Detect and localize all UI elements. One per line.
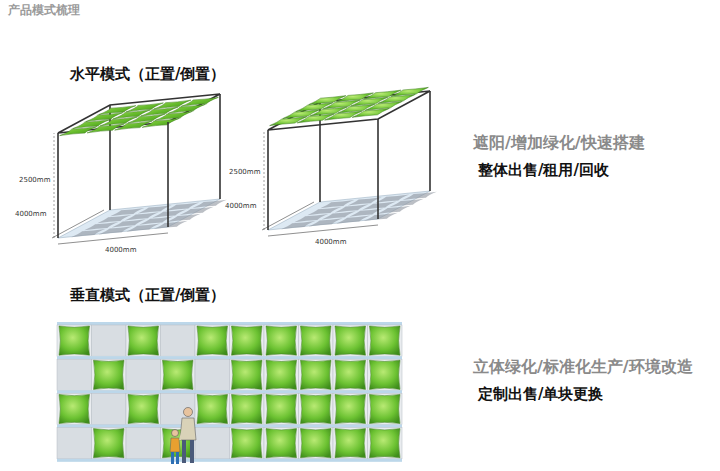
page-title: 产品模式梳理 xyxy=(8,4,80,18)
sales-mode: 定制出售/单块更换 xyxy=(478,386,603,403)
dimension: 4000mm xyxy=(104,246,137,254)
pergola-inverted xyxy=(52,94,227,244)
pergola-upright xyxy=(262,87,437,236)
dimension: 4000mm xyxy=(224,202,257,210)
dimension: 4000mm xyxy=(14,210,47,218)
dimension: 4000mm xyxy=(314,238,347,246)
sales-mode: 整体出售/租用/回收 xyxy=(478,162,609,179)
people-figures xyxy=(170,408,196,465)
feature-list: 遮阳/增加绿化/快速搭建 xyxy=(473,134,645,152)
dimension: 2500mm xyxy=(18,176,51,184)
green-wall xyxy=(57,322,402,462)
section-heading: 垂直模式（正置/倒置） xyxy=(70,287,225,304)
section-heading: 水平模式（正置/倒置） xyxy=(70,66,225,83)
dimension: 2500mm xyxy=(228,168,261,176)
feature-list: 立体绿化/标准化生产/环境改造 xyxy=(473,358,693,376)
